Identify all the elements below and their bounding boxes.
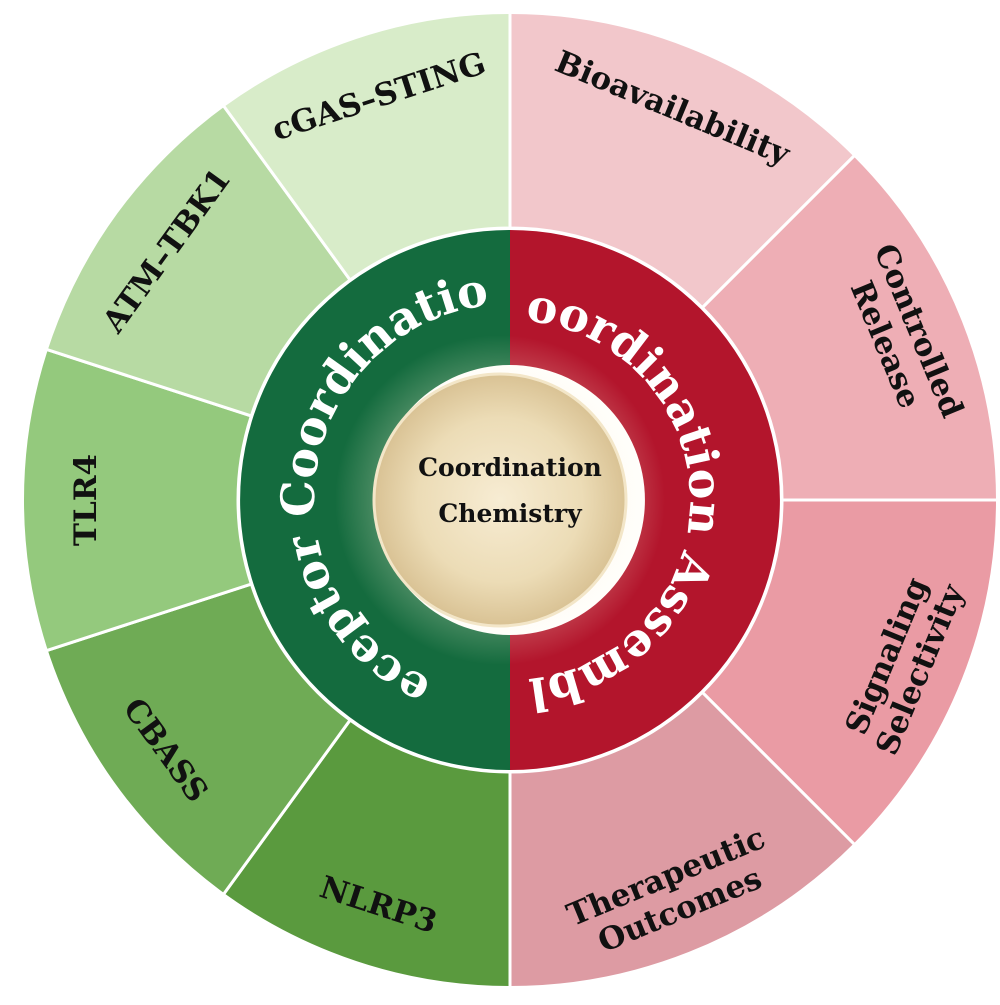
outer-edge (20, 10, 1000, 990)
outer-ring (20, 10, 1000, 990)
outer-label-group-left-2: TLR4 (68, 454, 104, 546)
core-label-line2: Chemistry (438, 499, 583, 528)
core-label-line1: Coordination (418, 453, 602, 482)
core-circle (372, 372, 628, 628)
outer-segment-label: TLR4 (68, 454, 104, 546)
